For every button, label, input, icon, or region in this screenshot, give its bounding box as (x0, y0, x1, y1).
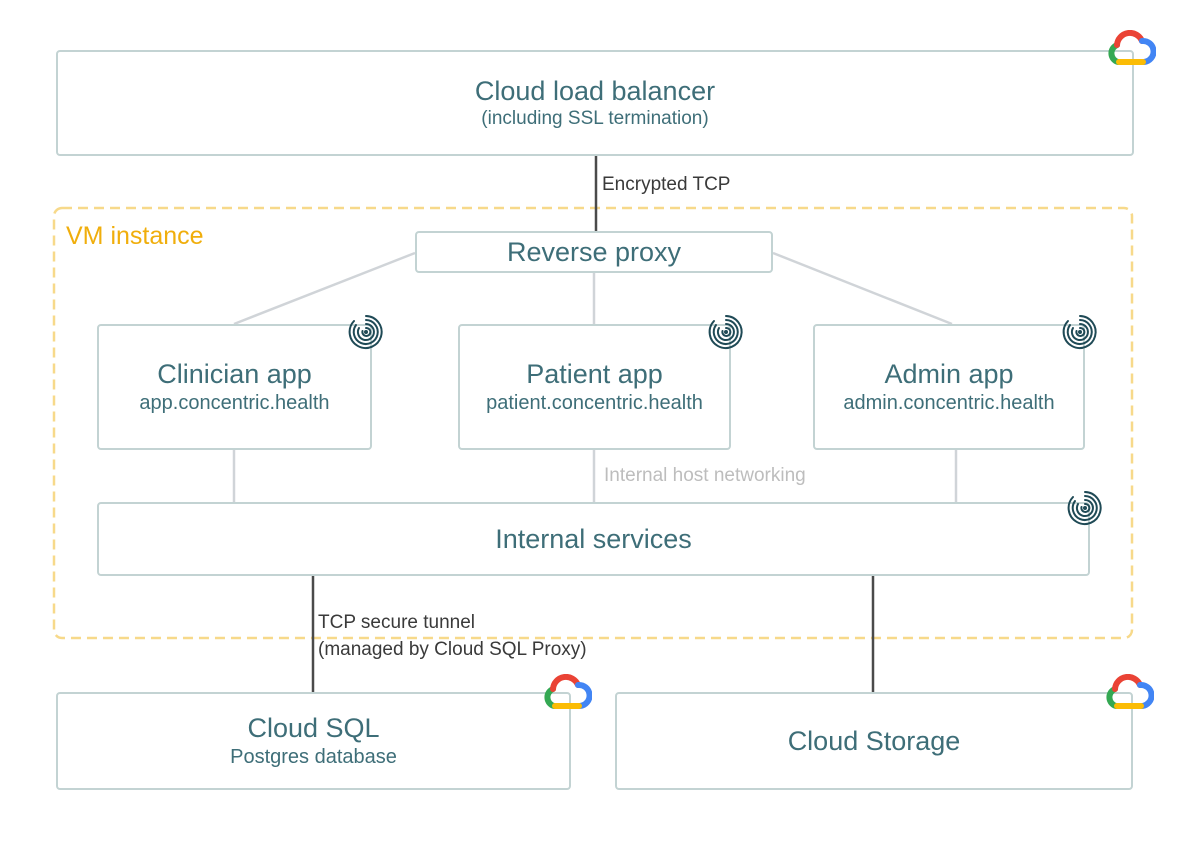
google-cloud-icon (1106, 674, 1154, 709)
fingerprint-icon (348, 315, 383, 349)
cloud-sql-title: Cloud SQL (247, 713, 380, 743)
proxy-to-admin-line (772, 251, 953, 326)
proxy-to-clinician-line (233, 251, 416, 326)
admin-app-domain: admin.concentric.health (843, 392, 1055, 414)
google-cloud-icon (1108, 30, 1156, 65)
admin-app-title: Admin app (884, 359, 1014, 389)
google-cloud-icon (544, 674, 592, 709)
clinician-app-title: Clinician app (157, 359, 312, 389)
fingerprint-icon (1067, 491, 1102, 525)
vm-instance-label: VM instance (66, 222, 204, 250)
internal-networking-label: Internal host networking (604, 465, 806, 486)
encrypted-tcp-label: Encrypted TCP (602, 174, 731, 195)
internal-services-title: Internal services (495, 524, 692, 554)
cloud-load-balancer-box: Cloud load balancer (including SSL termi… (56, 50, 1134, 156)
patient-app-domain: patient.concentric.health (486, 392, 703, 414)
internal-services-box: Internal services (97, 502, 1090, 576)
clinician-app-box: Clinician app app.concentric.health (97, 324, 372, 450)
fingerprint-icon (708, 315, 743, 349)
reverse-proxy-box: Reverse proxy (415, 231, 773, 273)
load-balancer-subtitle: (including SSL termination) (481, 108, 709, 129)
tunnel-label-line2: (managed by Cloud SQL Proxy) (318, 639, 587, 660)
patient-app-title: Patient app (526, 359, 663, 389)
cloud-sql-box: Cloud SQL Postgres database (56, 692, 571, 790)
admin-app-box: Admin app admin.concentric.health (813, 324, 1085, 450)
clinician-app-domain: app.concentric.health (139, 392, 330, 414)
reverse-proxy-title: Reverse proxy (506, 237, 682, 267)
tunnel-label-line1: TCP secure tunnel (318, 612, 476, 633)
patient-app-box: Patient app patient.concentric.health (458, 324, 731, 450)
load-balancer-title: Cloud load balancer (474, 76, 716, 106)
cloud-storage-box: Cloud Storage (615, 692, 1133, 790)
vm-instance-region (52, 206, 1134, 640)
cloud-sql-subtitle: Postgres database (230, 746, 397, 768)
cloud-storage-title: Cloud Storage (787, 726, 961, 756)
fingerprint-icon (1062, 315, 1097, 349)
